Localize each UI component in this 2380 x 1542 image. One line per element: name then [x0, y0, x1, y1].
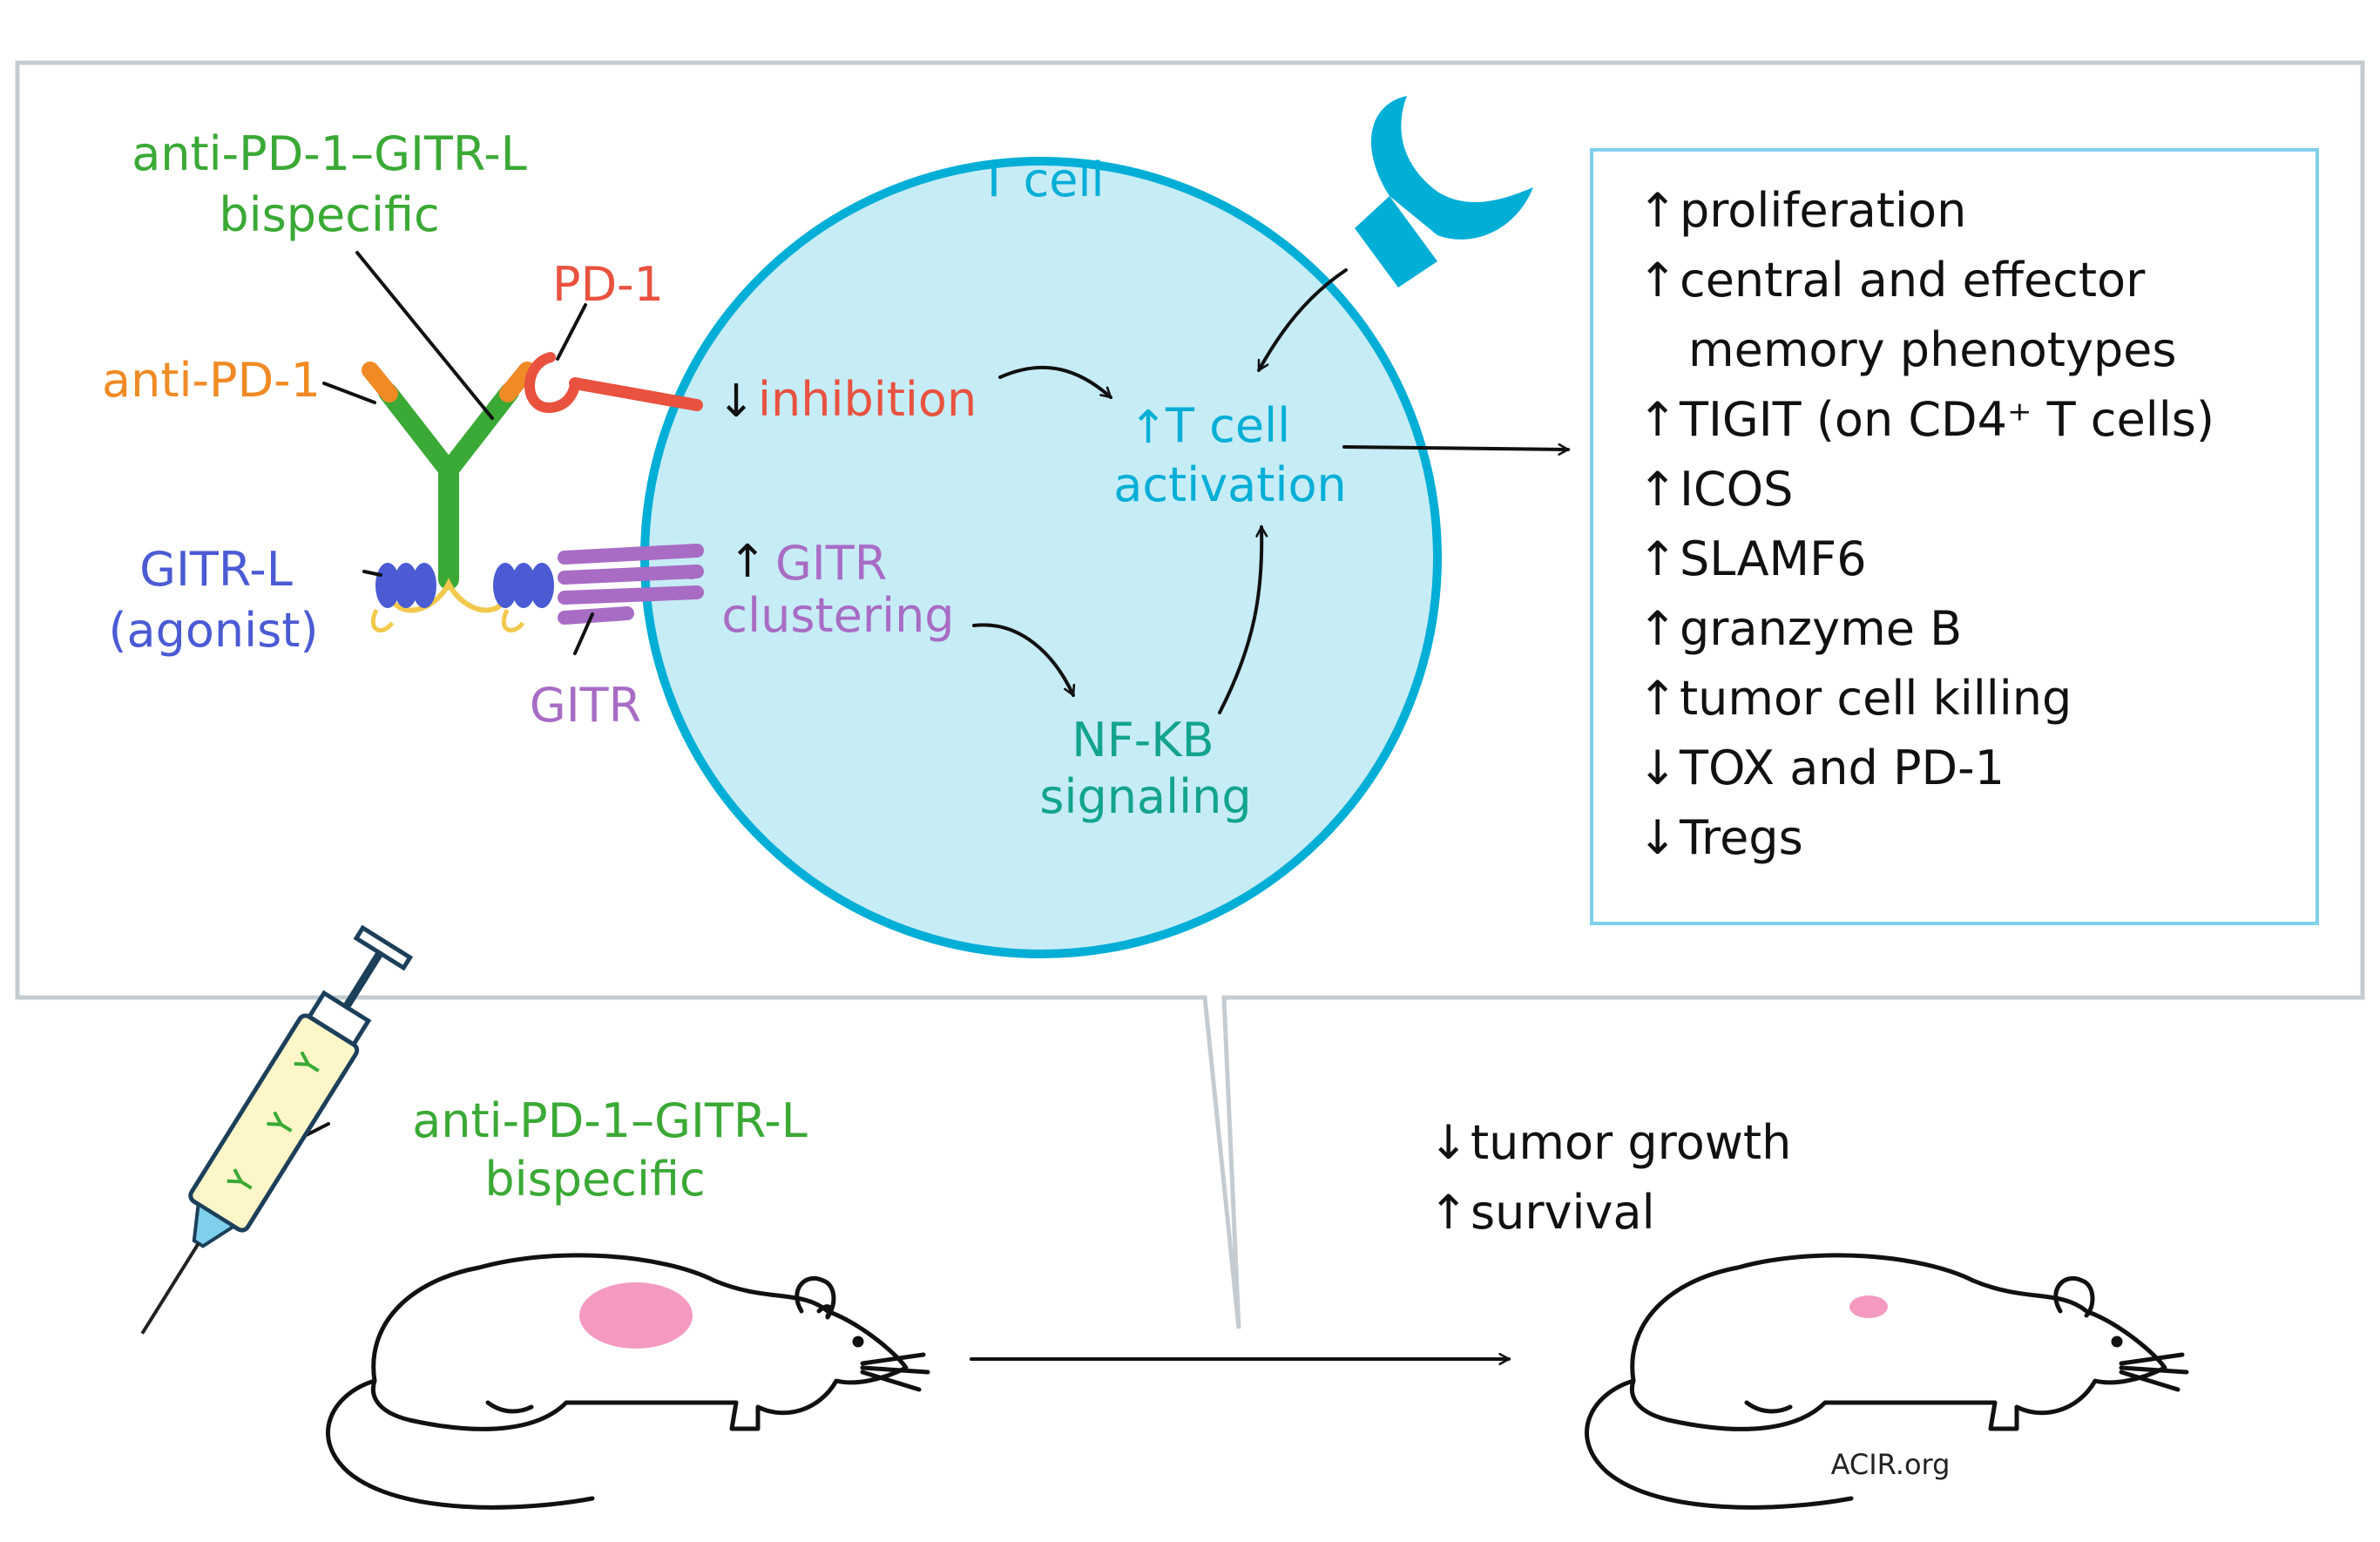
gitr-clustering-arrow: ↑ [728, 536, 767, 588]
bispecific-label-line2: bispecific [219, 187, 439, 242]
effect-item-arrow: ↑ [1638, 183, 1677, 238]
effect-item-arrow: ↑ [1638, 253, 1677, 308]
source-credit: ACIR.org [1831, 1448, 1951, 1481]
gitr-clustering-label-line2: clustering [721, 588, 954, 643]
flow-arrows [970, 268, 1568, 1359]
syringe-label-line1: anti-PD-1–GITR-L [412, 1093, 808, 1148]
activation-label-line2: activation [1113, 457, 1346, 512]
inhibition-label: inhibition [758, 372, 977, 427]
outcome-item-text: tumor growth [1471, 1115, 1791, 1170]
pd1-receptor-icon [524, 352, 703, 413]
cell-labels: T cell ↓ inhibition ↑ T cell activation … [717, 152, 1347, 824]
gitr-clustering-label-line1: GITR [775, 536, 887, 591]
anti-pd1-label: anti-PD-1 [102, 353, 321, 408]
bispecific-label-line1: anti-PD-1–GITR-L [132, 126, 527, 181]
effect-item-arrow: ↑ [1638, 392, 1677, 447]
effect-item-arrow: ↓ [1638, 741, 1677, 795]
outcomes-list: ↓tumor growth↑survival [1429, 1115, 1791, 1240]
effect-item-text: memory phenotypes [1688, 322, 2177, 377]
effect-item-arrow: ↑ [1638, 601, 1677, 656]
syringe-label-line2: bispecific [484, 1152, 705, 1207]
gitrl-label-line2: (agonist) [108, 603, 318, 658]
effect-item-arrow: ↑ [1638, 531, 1677, 586]
outcome-item-text: survival [1471, 1185, 1655, 1240]
effect-item-text: Tregs [1679, 810, 1803, 865]
effect-item-text: tumor cell killing [1680, 671, 2072, 726]
gitr-receptor-icon [558, 544, 704, 625]
nfkb-label-line1: NF-KB [1072, 713, 1214, 768]
nfkb-label-line2: signaling [1039, 769, 1251, 824]
effect-item-text: central and effector [1680, 253, 2146, 308]
mouse-with-tumor-illustration [326, 1253, 930, 1510]
inhibition-arrow: ↓ [717, 375, 755, 428]
activation-arrow: ↑ [1129, 402, 1167, 454]
effect-item-text: proliferation [1680, 183, 1966, 238]
gitrl-agonist-icon [370, 563, 554, 632]
outcome-item-arrow: ↓ [1429, 1115, 1468, 1170]
mouse-after-treatment-illustration [1585, 1253, 2189, 1510]
syringe-icon [140, 924, 414, 1335]
effect-item-text: TOX and PD-1 [1679, 741, 2005, 795]
bispecific-antibody-icon [362, 362, 536, 590]
tcr-receptor-icon [1355, 96, 1533, 287]
activation-label-line1: T cell [1165, 398, 1290, 453]
effect-item-arrow: ↑ [1638, 671, 1677, 726]
effect-item-arrow: ↓ [1638, 810, 1677, 865]
effects-box [1590, 148, 2319, 925]
tcell-label: T cell [978, 152, 1104, 207]
gitrl-label-line1: GITR-L [139, 542, 293, 597]
effect-item-text: ICOS [1680, 462, 1793, 517]
effect-item-arrow: ↑ [1638, 462, 1677, 517]
antibody-labels: anti-PD-1–GITR-L bispecific PD-1 anti-PD… [102, 126, 664, 733]
outcome-item-arrow: ↑ [1429, 1185, 1468, 1240]
effect-item-text: granzyme B [1680, 601, 1962, 656]
pd1-label: PD-1 [552, 257, 664, 312]
effects-list: ↑proliferation↑central and effectormemor… [1638, 183, 2214, 865]
gitr-label: GITR [530, 678, 641, 733]
effect-item-text: SLAMF6 [1680, 531, 1867, 586]
effect-item-text: TIGIT (on CD4⁺ T cells) [1679, 392, 2214, 447]
